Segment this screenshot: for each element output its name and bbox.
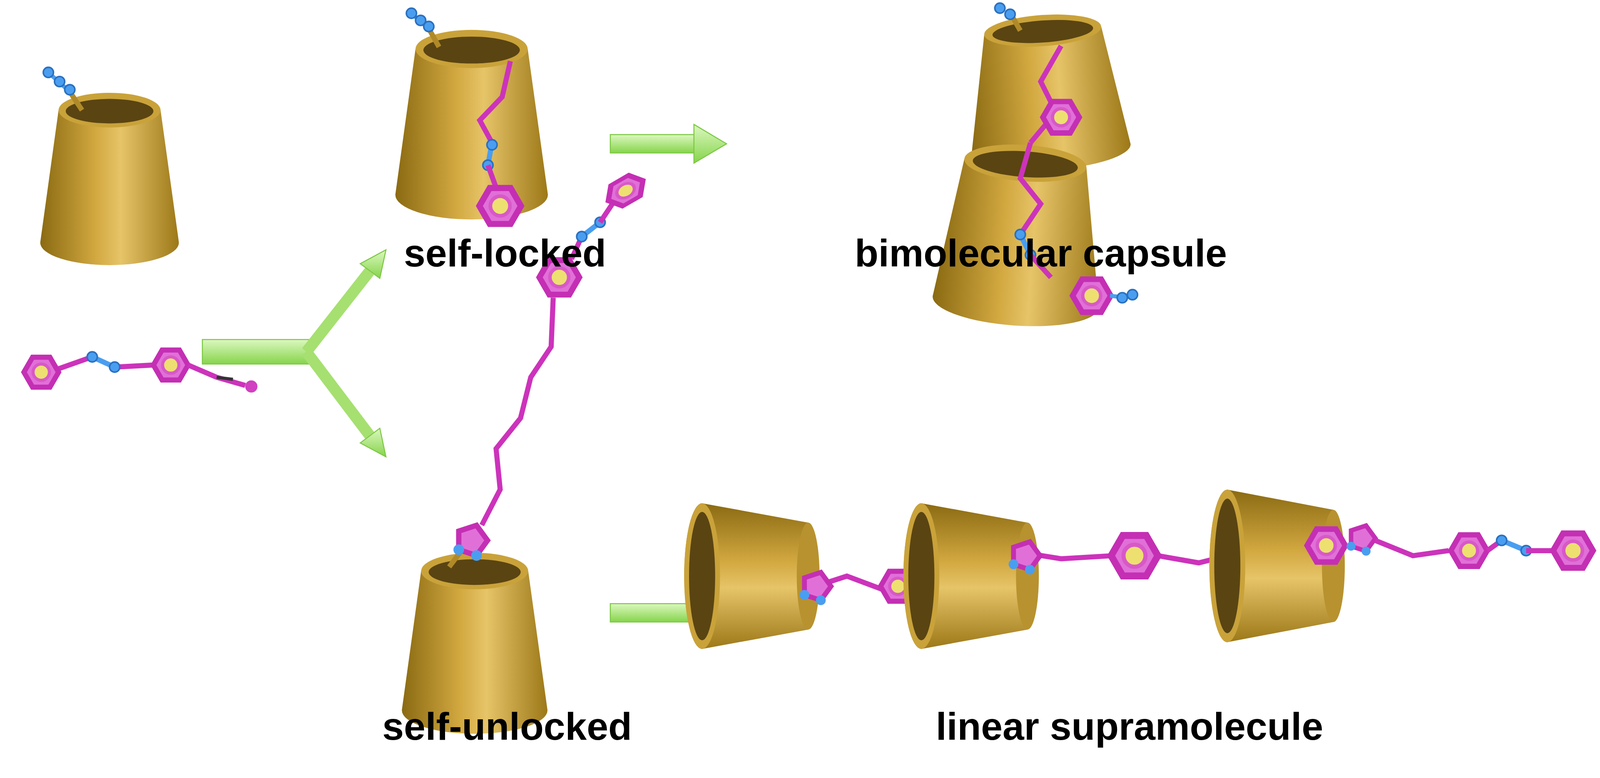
cyclodextrin — [40, 67, 180, 266]
caption-label: linear supramolecule — [935, 705, 1324, 748]
self-unlocked-cyclodextrin — [401, 170, 649, 735]
self-locked-cyclodextrin — [395, 8, 548, 224]
caption-label: self-unlocked — [382, 705, 632, 748]
guest-molecule — [23, 350, 258, 393]
linear-supramolecule — [684, 489, 1593, 650]
caption-label: self-locked — [403, 231, 607, 275]
bimolecular-capsule — [930, 2, 1138, 332]
caption-label: bimolecular capsule — [854, 231, 1227, 275]
